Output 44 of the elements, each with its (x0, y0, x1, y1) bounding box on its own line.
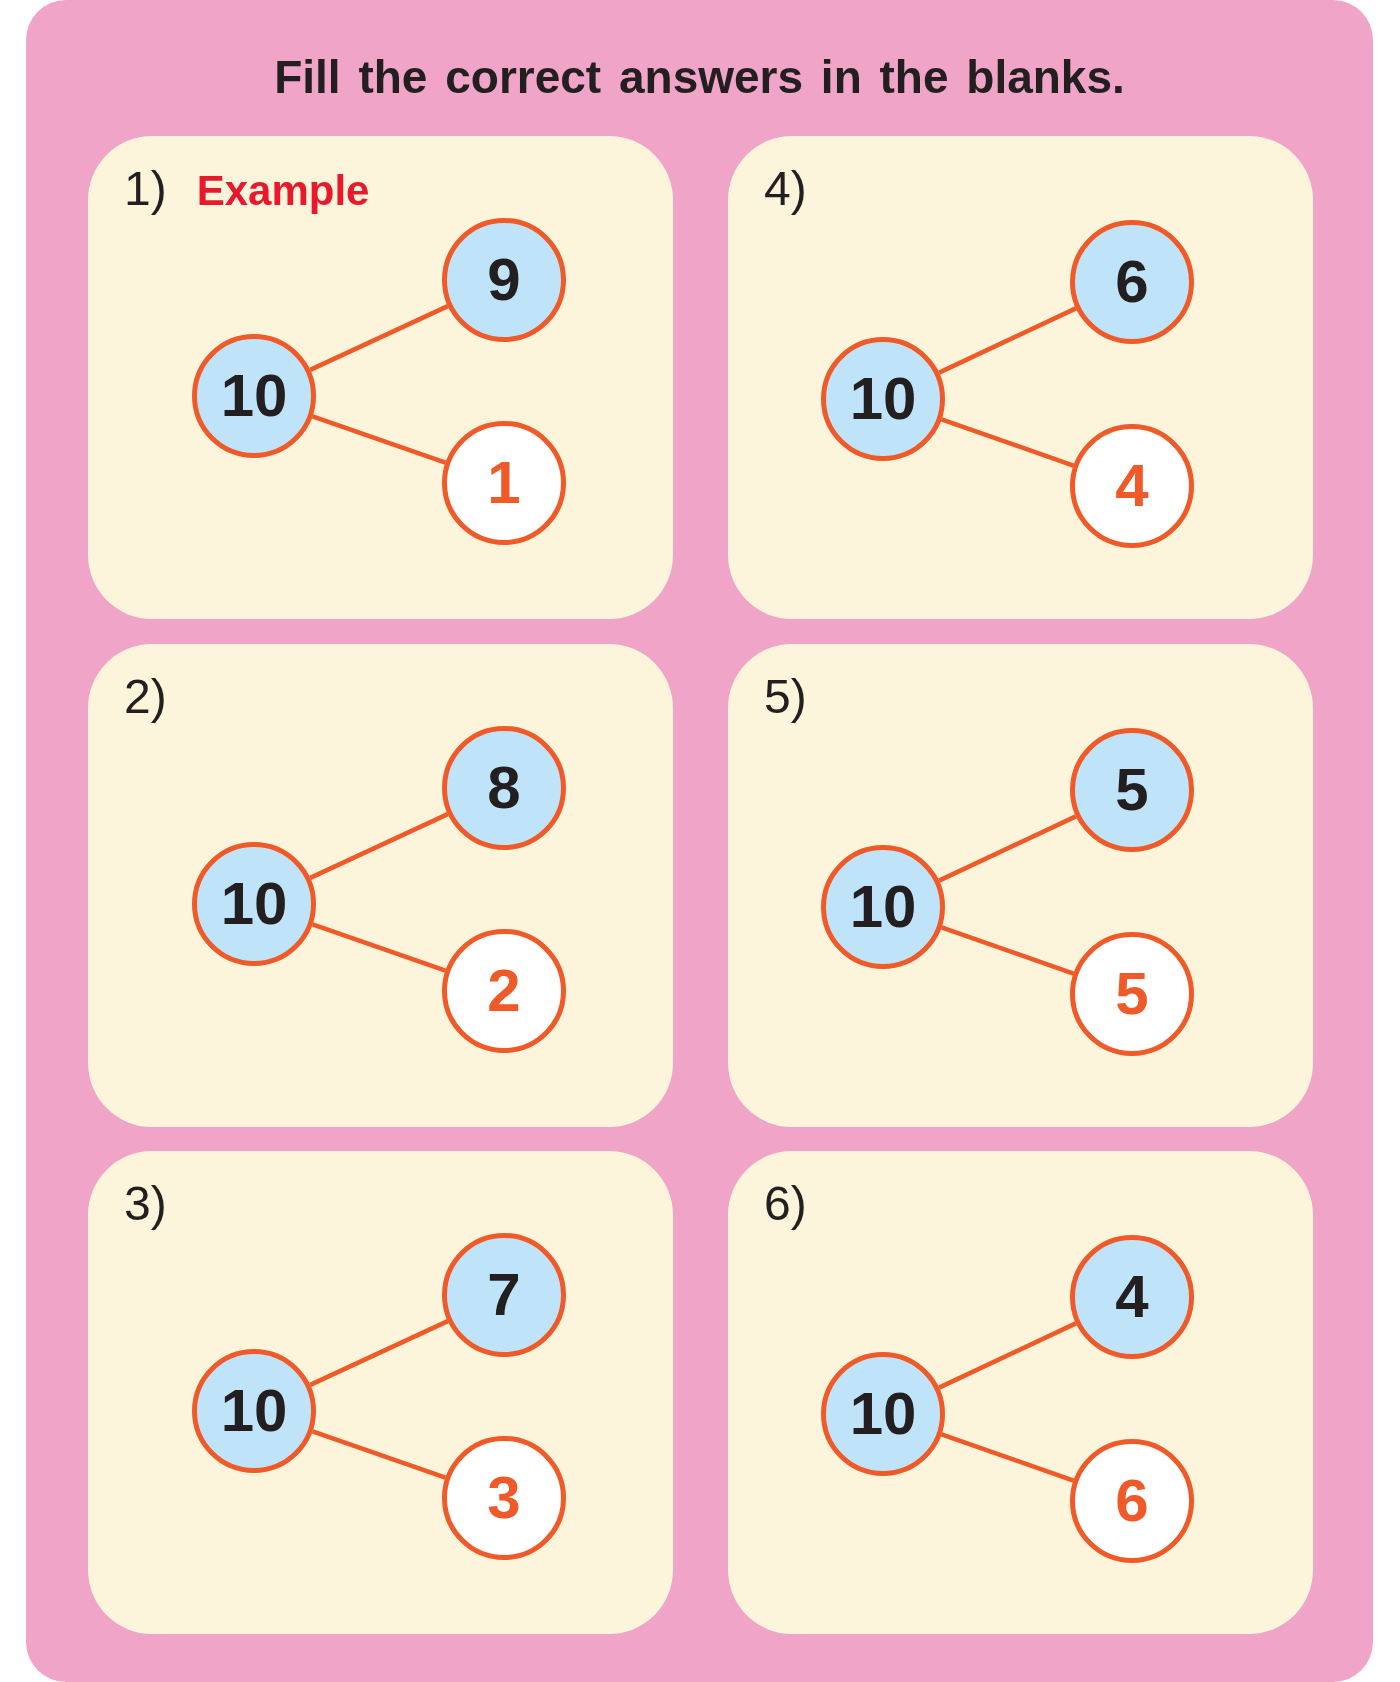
connector-line (311, 414, 447, 465)
connector-line (309, 1319, 449, 1387)
answer-number: 2 (487, 961, 521, 1021)
given-number: 5 (1115, 760, 1149, 820)
given-number: 8 (487, 758, 521, 818)
given-number: 10 (849, 877, 917, 937)
connector-line (311, 922, 447, 973)
problem-card (728, 1151, 1313, 1634)
given-number: 10 (849, 1384, 917, 1444)
connector-line (309, 304, 449, 372)
answer-number: 5 (1115, 964, 1149, 1024)
example-label: Example (196, 170, 370, 212)
given-number: 6 (1115, 252, 1149, 312)
connector-line (938, 1321, 1077, 1390)
connector-line (938, 814, 1077, 883)
answer-number: 3 (487, 1468, 521, 1528)
problem-card (728, 644, 1313, 1127)
problem-number: 1) (124, 165, 167, 213)
instruction-title: Fill the correct answers in the blanks. (274, 54, 1125, 100)
given-number: 10 (220, 1381, 288, 1441)
connector-line (309, 812, 449, 880)
connector-line (940, 417, 1075, 468)
problem-number: 4) (764, 165, 807, 213)
problem-card (728, 136, 1313, 619)
answer-number: 1 (487, 453, 521, 513)
given-number: 10 (849, 369, 917, 429)
problem-card (88, 1151, 673, 1634)
problem-number: 3) (124, 1180, 167, 1228)
answer-number: 4 (1115, 456, 1149, 516)
given-number: 10 (220, 366, 288, 426)
given-number: 10 (220, 874, 288, 934)
given-number: 7 (487, 1265, 521, 1325)
problem-card (88, 136, 673, 619)
connector-line (940, 925, 1075, 976)
given-number: 4 (1115, 1267, 1149, 1327)
answer-number: 6 (1115, 1471, 1149, 1531)
connector-line (938, 306, 1077, 375)
connector-line (940, 1432, 1075, 1483)
problem-card (88, 644, 673, 1127)
problem-number: 5) (764, 673, 807, 721)
problem-number: 2) (124, 673, 167, 721)
given-number: 9 (487, 250, 521, 310)
problem-number: 6) (764, 1180, 807, 1228)
connector-line (311, 1429, 447, 1480)
